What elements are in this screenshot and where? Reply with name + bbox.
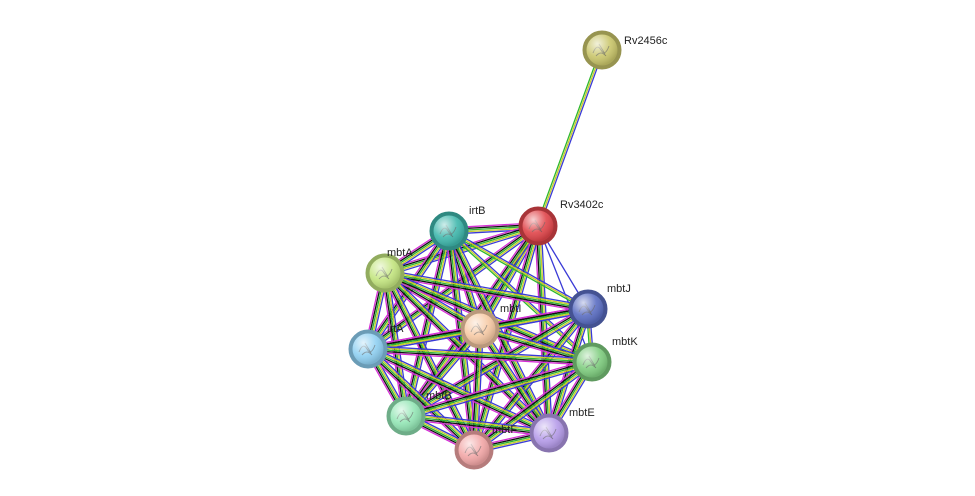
node-highlight [369, 257, 401, 289]
node-label-mbtK: mbtK [612, 336, 638, 348]
node-label-mbtE: mbtE [569, 407, 595, 419]
edge-mbtI-mbtF [470, 328, 484, 451]
node-label-mbtA: mbtA [387, 247, 413, 259]
node-label-irtA: irtA [387, 323, 404, 335]
node-highlight [433, 215, 465, 247]
edge-mbtB-mbtE [404, 412, 551, 437]
node-label-mbtF: mbtF [492, 424, 517, 436]
node-irtB[interactable]: irtB [429, 205, 486, 251]
edge-rv2456c-rv3402c [535, 48, 605, 228]
node-mbtA[interactable]: mbtA [365, 247, 413, 293]
edge-irtB-mbtJ [447, 228, 590, 312]
node-highlight [522, 210, 554, 242]
node-label-rv2456c: Rv2456c [624, 35, 668, 47]
node-label-irtB: irtB [469, 205, 486, 217]
node-label-mbtB: mbtB [426, 390, 452, 402]
node-mbtI[interactable]: mbtI [460, 303, 521, 349]
node-rv3402c[interactable]: Rv3402c [518, 199, 604, 246]
node-label-rv3402c: Rv3402c [560, 199, 604, 211]
node-mbtJ[interactable]: mbtJ [568, 283, 631, 329]
node-highlight [390, 400, 422, 432]
node-highlight [572, 293, 604, 325]
node-highlight [352, 333, 384, 365]
edge-irtA-mbtK [367, 345, 593, 366]
node-highlight [586, 34, 618, 66]
edge-irtA-mbtF [365, 346, 477, 453]
edge-irtB-mbtB [402, 229, 453, 418]
edge-mbtA-mbtJ [383, 269, 590, 313]
node-label-mbtJ: mbtJ [607, 283, 631, 295]
node-highlight [533, 417, 565, 449]
node-mbtB[interactable]: mbtB [386, 390, 452, 436]
edge-mbtK-mbtF [471, 358, 595, 454]
node-mbtF[interactable]: mbtF [454, 424, 517, 470]
node-irtA[interactable]: irtA [348, 323, 404, 369]
edge-mbtK-mbtB [404, 358, 594, 420]
node-rv2456c[interactable]: Rv2456c [582, 30, 668, 70]
node-mbtE[interactable]: mbtE [529, 407, 595, 453]
node-highlight [576, 346, 608, 378]
node-label-mbtI: mbtI [500, 303, 521, 315]
node-highlight [464, 313, 496, 345]
node-highlight [458, 434, 490, 466]
node-mbtK[interactable]: mbtK [572, 336, 638, 382]
